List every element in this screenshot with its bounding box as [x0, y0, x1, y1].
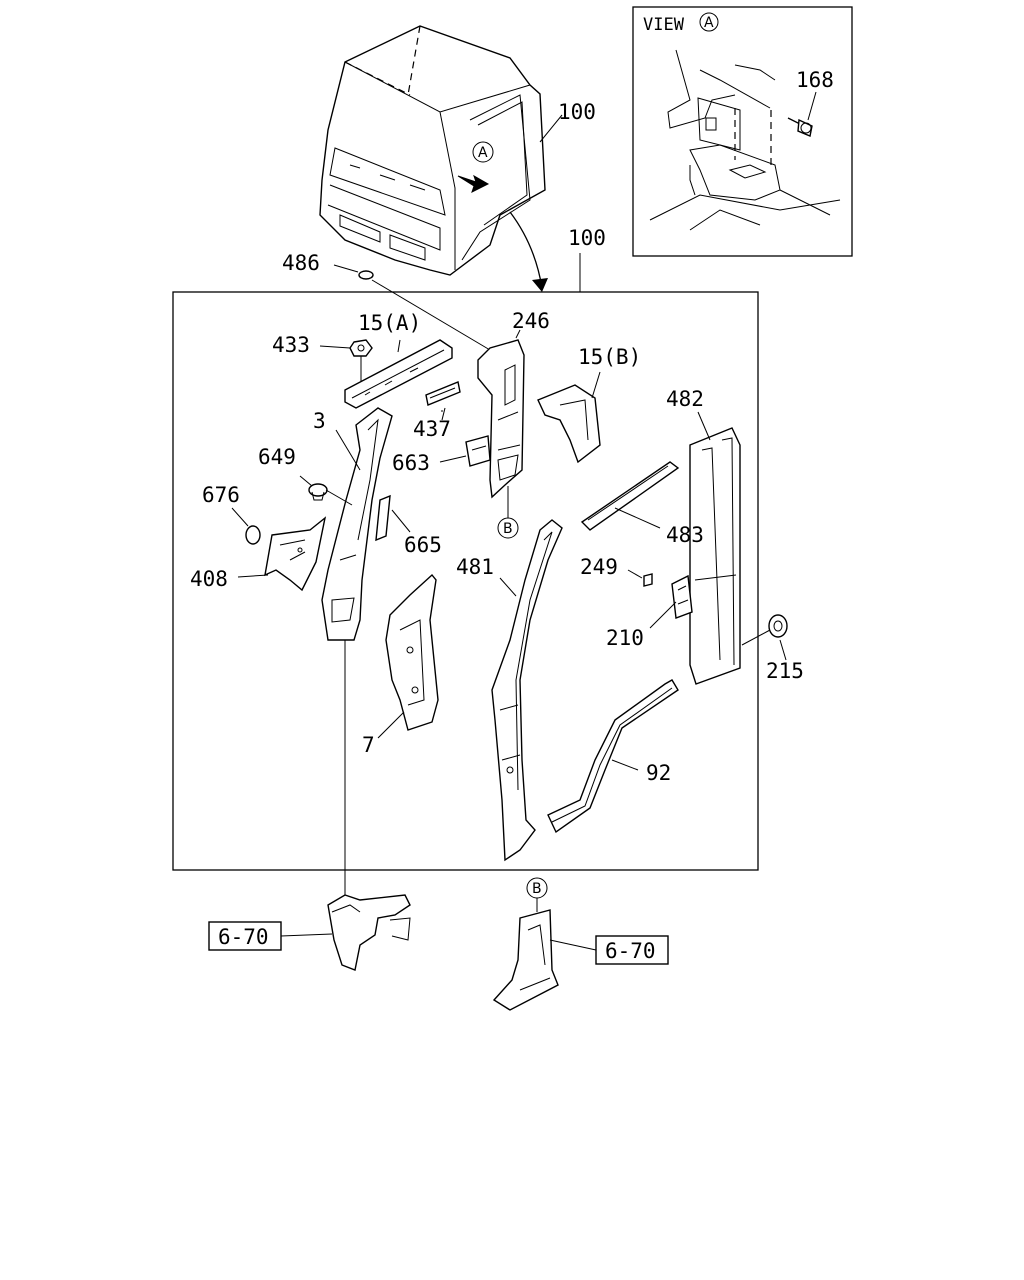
- label-100: 100: [568, 226, 606, 250]
- label-663: 663: [392, 451, 430, 475]
- bottom-right-part: [492, 909, 559, 1011]
- rail-15a-part: [344, 339, 453, 409]
- leader-100-top: [539, 114, 563, 143]
- panel-7-part: [385, 573, 439, 731]
- label-437: 437: [413, 417, 451, 441]
- cab-outline: [319, 25, 546, 276]
- pillar-246-part: [477, 339, 525, 499]
- bracket-437-part: [425, 381, 461, 406]
- bracket-408-part: [264, 516, 327, 592]
- label-215: 215: [766, 659, 804, 683]
- plug-676-icon: [245, 525, 261, 545]
- marker-b-upper-circle: [497, 517, 519, 539]
- label-482: 482: [666, 387, 704, 411]
- label-433: 433: [272, 333, 310, 357]
- down-arrow-icon: [509, 211, 543, 289]
- clip-663-part: [465, 435, 491, 467]
- label-483: 483: [666, 523, 704, 547]
- leader-168: [807, 91, 817, 121]
- label-249: 249: [580, 555, 618, 579]
- ref-box-left[interactable]: [208, 921, 282, 951]
- label-649: 649: [258, 445, 296, 469]
- view-arrow-icon: [457, 174, 490, 193]
- label-92: 92: [646, 761, 671, 785]
- view-a-marker-circle: [699, 12, 719, 32]
- label-676: 676: [202, 483, 240, 507]
- label-665: 665: [404, 533, 442, 557]
- bolt-168-icon: [787, 117, 813, 137]
- pillar-481-part: [491, 519, 563, 862]
- ref-left[interactable]: 6-70: [218, 925, 269, 949]
- ref-box-right[interactable]: [595, 935, 669, 965]
- label-3: 3: [313, 409, 326, 433]
- rail-483-part: [580, 461, 680, 531]
- marker-b-lower: B: [532, 881, 542, 897]
- label-15a: 15(A): [358, 311, 421, 335]
- strip-665-part: [375, 494, 391, 542]
- view-a-marker: A: [704, 15, 714, 31]
- pillar-482-part: [689, 427, 741, 685]
- view-a-sketch: [649, 49, 841, 231]
- label-481: 481: [456, 555, 494, 579]
- plug-649-icon: [308, 483, 328, 501]
- label-100-top: 100: [558, 100, 596, 124]
- view-a-inset: VIEW A 168: [632, 6, 853, 257]
- bottom-left-part: [327, 894, 411, 971]
- grommet-215-icon: [768, 614, 788, 638]
- label-168: 168: [796, 68, 834, 92]
- cab-marker-a: A: [478, 145, 488, 161]
- label-486: 486: [282, 251, 320, 275]
- ref-right[interactable]: 6-70: [605, 939, 656, 963]
- truck-cab-illustration: A 100: [319, 25, 596, 292]
- pillar-3-part: [321, 407, 393, 641]
- grommet-486-icon: [358, 270, 374, 280]
- label-408: 408: [190, 567, 228, 591]
- label-210: 210: [606, 626, 644, 650]
- label-7: 7: [362, 733, 375, 757]
- view-a-title: VIEW: [643, 15, 685, 35]
- marker-b-upper: B: [503, 521, 513, 537]
- sill-92-part: [547, 679, 679, 834]
- view-a-frame: [632, 6, 853, 257]
- assembly-frame: [172, 291, 759, 871]
- tab-249-part: [643, 573, 653, 587]
- bracket-15b-part: [537, 384, 601, 464]
- label-15b: 15(B): [578, 345, 641, 369]
- cab-marker-a-circle: [472, 141, 494, 163]
- label-246: 246: [512, 309, 550, 333]
- hinge-210-part: [671, 574, 693, 619]
